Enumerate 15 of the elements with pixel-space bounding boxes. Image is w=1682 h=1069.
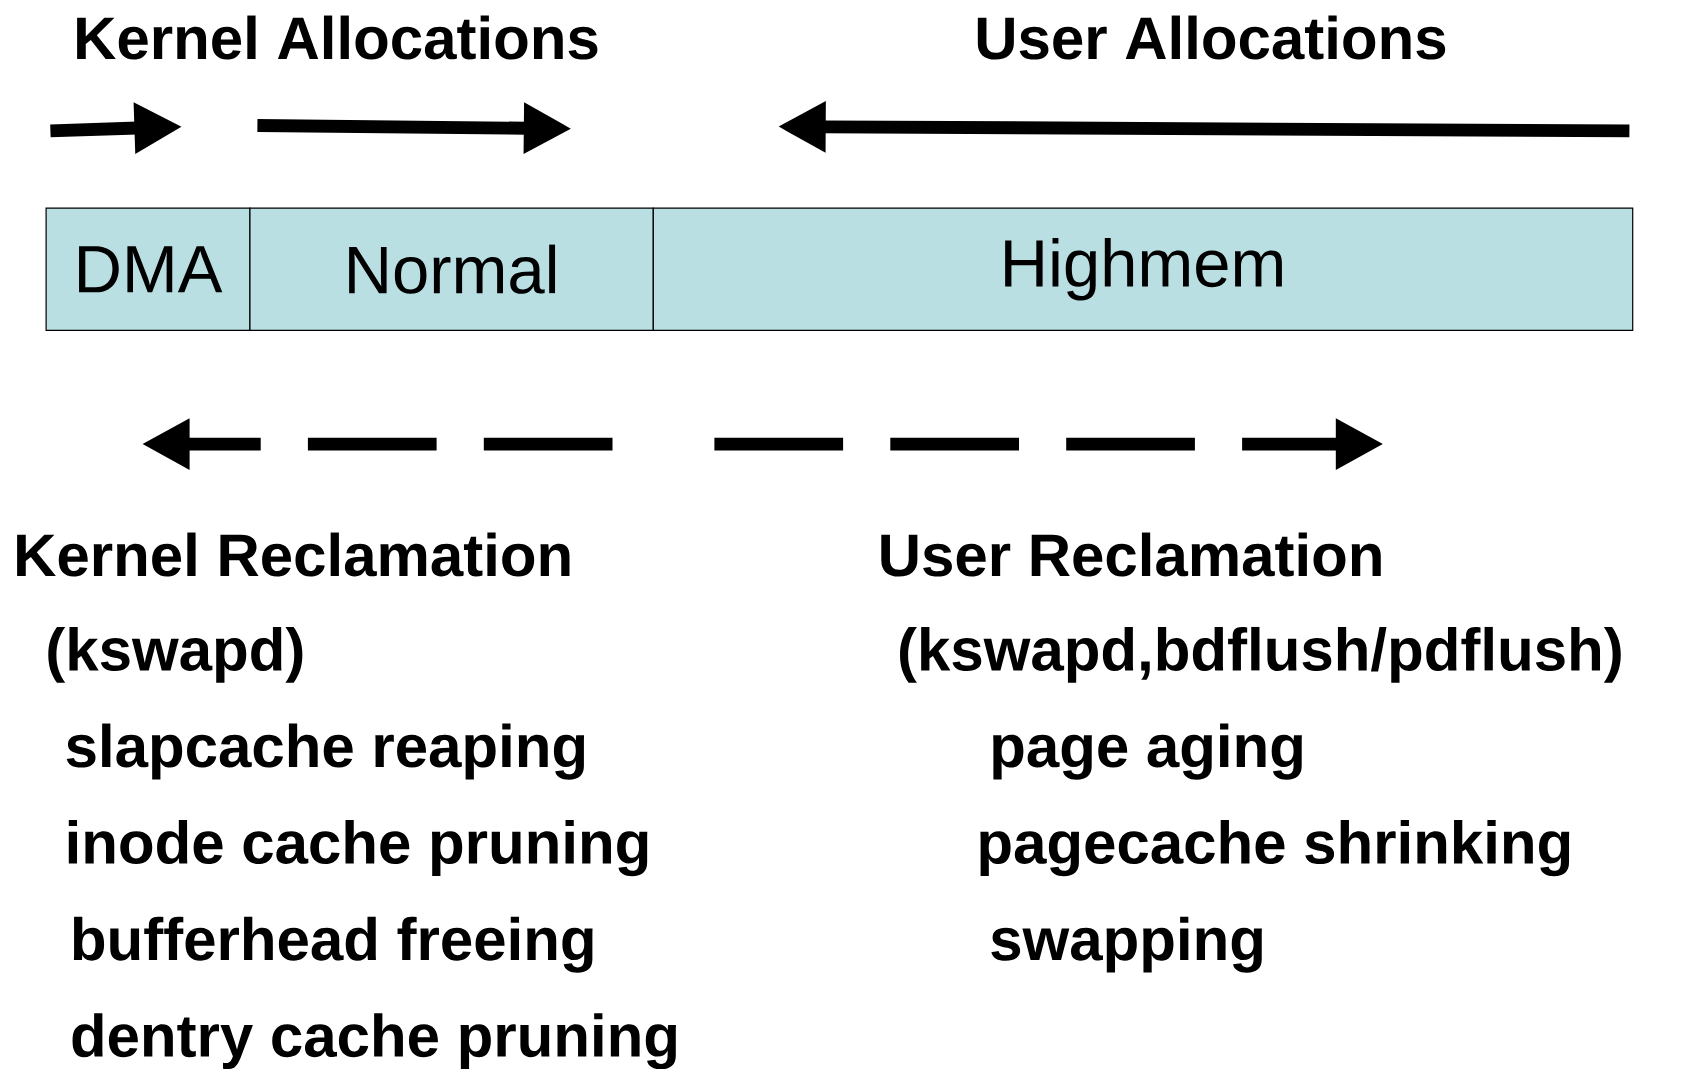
heading: Kernel Reclamation [17, 532, 570, 577]
list-item: pagecache shrinking [980, 820, 1570, 877]
note: (kswapd,bdflush/pdflush) [900, 626, 1621, 683]
memory-zone-box: Normal [249, 207, 654, 331]
list-item: inode cache pruning [68, 820, 648, 877]
list-item: page aging [993, 723, 1302, 780]
list-item: swapping [991, 916, 1262, 973]
list-item: slapcache reaping [66, 723, 585, 780]
heading: Kernel Allocations [77, 15, 598, 60]
list-item: dentry cache pruning [72, 1013, 676, 1069]
note: (kswapd) [48, 626, 303, 683]
memory-zone-box: DMA [45, 207, 251, 331]
heading: User Allocations [977, 15, 1446, 60]
list-item: bufferhead freeing [73, 916, 593, 973]
heading: User Reclamation [881, 532, 1381, 577]
